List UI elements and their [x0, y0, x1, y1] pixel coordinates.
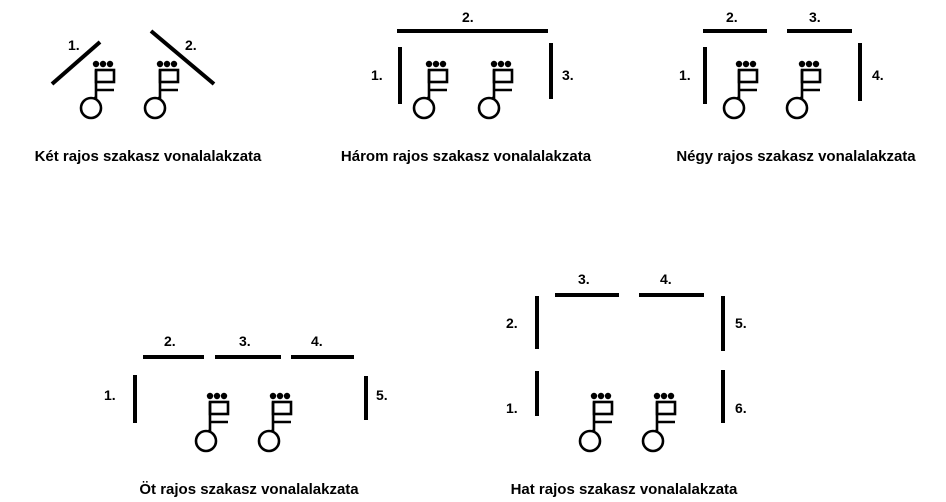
player-icon [641, 392, 677, 453]
line-label-1: 1. [68, 37, 80, 53]
line-label-6: 6. [735, 400, 747, 416]
line-label-3: 3. [562, 67, 574, 83]
player-icon [412, 60, 449, 120]
line-label-5: 5. [376, 387, 388, 403]
line-label-2: 2. [726, 9, 738, 25]
player-icon [79, 60, 116, 120]
formation-line-1 [50, 40, 102, 86]
line-label-4: 4. [311, 333, 323, 349]
player-icon [143, 60, 180, 120]
line-label-3: 3. [239, 333, 251, 349]
diagram-caption: Három rajos szakasz vonalalakzata [341, 148, 592, 165]
formation-line-2 [149, 29, 216, 86]
player-icon [785, 60, 822, 120]
line-label-2: 2. [164, 333, 176, 349]
line-label-1: 1. [679, 67, 691, 83]
diagram-caption: Hat rajos szakasz vonalalakzata [511, 481, 738, 498]
player-icon [194, 392, 230, 453]
diagram-three-lines: 1. 2. 3. Három rajos szakasz vonalalakza… [341, 9, 592, 165]
diagram-caption: Öt rajos szakasz vonalalakzata [139, 481, 359, 498]
line-label-3: 3. [809, 9, 821, 25]
line-label-2: 2. [462, 9, 474, 25]
player-icon [477, 60, 514, 120]
diagram-caption: Két rajos szakasz vonalalakzata [35, 148, 262, 165]
line-label-1: 1. [104, 387, 116, 403]
line-label-4: 4. [660, 271, 672, 287]
diagram-five-lines: 1. 2. 3. 4. 5. Öt rajos szakasz vonalala… [104, 333, 388, 498]
line-label-5: 5. [735, 315, 747, 331]
line-label-1: 1. [371, 67, 383, 83]
line-label-4: 4. [872, 67, 884, 83]
player-icon [578, 392, 614, 453]
diagram-six-lines: 1. 2. 3. 4. 5. 6. Hat rajos szakasz vona… [506, 271, 747, 498]
player-icon [722, 60, 759, 120]
line-label-2: 2. [185, 37, 197, 53]
line-label-3: 3. [578, 271, 590, 287]
diagram-four-lines: 1. 2. 3. 4. Négy rajos szakasz vonalalak… [676, 9, 916, 165]
player-icon [257, 392, 293, 453]
diagram-caption: Négy rajos szakasz vonalalakzata [676, 148, 916, 165]
line-label-1: 1. [506, 400, 518, 416]
diagram-two-lines: 1. 2. Két rajos szakasz vonalalakzata [35, 29, 262, 165]
line-label-2: 2. [506, 315, 518, 331]
